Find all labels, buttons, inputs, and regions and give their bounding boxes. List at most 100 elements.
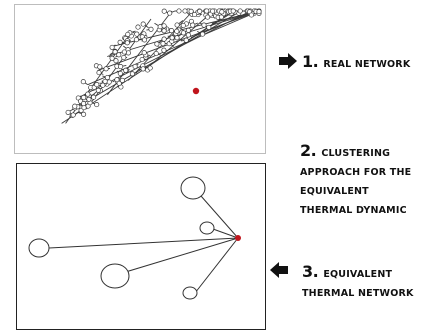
network-node [134, 31, 140, 37]
network-node [112, 49, 118, 55]
network-node [161, 8, 167, 14]
network-node [256, 9, 262, 15]
real-network-panel [14, 4, 266, 154]
step-2-label: 2. CLUSTERING APPROACH FOR THE EQUIVALEN… [300, 141, 420, 217]
network-node [116, 80, 122, 86]
edge-to-left-node [48, 237, 239, 249]
network-node [113, 58, 119, 64]
step-1-text: REAL NETWORK [323, 59, 411, 70]
network-node [160, 41, 166, 47]
network-node [182, 8, 188, 14]
network-node [141, 50, 147, 56]
network-node [80, 79, 86, 85]
network-node [114, 77, 120, 83]
step-3-number: 3. [302, 262, 319, 281]
pipe-segment [169, 10, 235, 53]
network-node [121, 49, 127, 55]
network-node [210, 8, 216, 14]
network-node [205, 14, 211, 20]
network-node [176, 8, 182, 14]
network-node [121, 54, 127, 61]
network-node [161, 23, 167, 29]
cluster-node-bottom [182, 286, 198, 300]
step-3-text: EQUIVALENT THERMAL NETWORK [302, 269, 414, 299]
network-node [161, 36, 167, 42]
network-node [154, 41, 160, 47]
real-network-graph [61, 8, 262, 124]
network-node [117, 39, 123, 45]
edge-to-small-right-node [212, 228, 239, 239]
network-node [180, 22, 186, 29]
step-2-text: CLUSTERING APPROACH FOR THE EQUIVALENT T… [300, 148, 412, 216]
network-node [97, 64, 103, 70]
network-node [85, 91, 91, 97]
pipe-segment [148, 10, 214, 67]
network-node [70, 112, 76, 118]
network-node [183, 37, 189, 43]
network-node [204, 8, 210, 14]
arrow-right-icon [279, 53, 297, 69]
network-node [185, 32, 191, 38]
network-node [81, 111, 87, 117]
arrow-left-icon [270, 262, 288, 278]
equivalent-network-graph [28, 176, 241, 300]
network-node [106, 79, 112, 85]
network-node [94, 102, 100, 108]
network-node [174, 35, 180, 41]
network-node [140, 21, 146, 27]
edge-to-middle-node [118, 237, 239, 275]
network-node [168, 28, 175, 34]
network-node [123, 67, 129, 73]
network-node [103, 66, 109, 72]
network-node [119, 77, 125, 83]
network-node [91, 94, 97, 100]
cluster-node-middle [100, 263, 130, 289]
network-node [133, 37, 139, 43]
edge-to-top-node [200, 195, 239, 239]
cluster-node-right [199, 221, 215, 235]
network-node [124, 40, 130, 46]
network-node [65, 109, 71, 115]
pipe-segment [87, 10, 260, 86]
network-node [117, 70, 123, 77]
step-1-number: 1. [302, 52, 319, 71]
edge-to-bottom-node [194, 237, 239, 294]
cluster-node-left [28, 238, 50, 258]
network-node [153, 50, 159, 57]
network-node [167, 10, 173, 16]
network-node [237, 8, 243, 14]
network-node [116, 52, 122, 58]
pipe-segment [86, 18, 152, 110]
network-node [81, 101, 87, 107]
network-node [72, 103, 78, 109]
network-node [192, 11, 198, 18]
network-node [100, 82, 106, 88]
network-node [129, 71, 135, 77]
network-node [104, 74, 110, 81]
network-node [188, 8, 194, 14]
network-node [161, 28, 167, 34]
source-node [192, 87, 200, 95]
network-node [135, 24, 141, 30]
network-node [118, 64, 124, 70]
network-node [139, 56, 145, 63]
network-node [81, 94, 87, 101]
network-node [219, 9, 225, 15]
network-node [132, 63, 138, 70]
network-node [109, 55, 115, 61]
source-node [235, 235, 241, 241]
network-node [147, 65, 153, 71]
network-node [169, 35, 175, 41]
network-node [140, 66, 146, 72]
network-node [174, 22, 180, 28]
step-3-label: 3. EQUIVALENT THERMAL NETWORK [302, 262, 420, 300]
network-node [148, 26, 154, 32]
network-node [201, 22, 207, 28]
network-node [248, 12, 255, 18]
network-node [125, 31, 131, 37]
cluster-node-top [180, 176, 206, 200]
network-node [230, 8, 236, 14]
network-node [206, 24, 212, 30]
network-node [185, 27, 191, 33]
network-node [197, 8, 203, 14]
